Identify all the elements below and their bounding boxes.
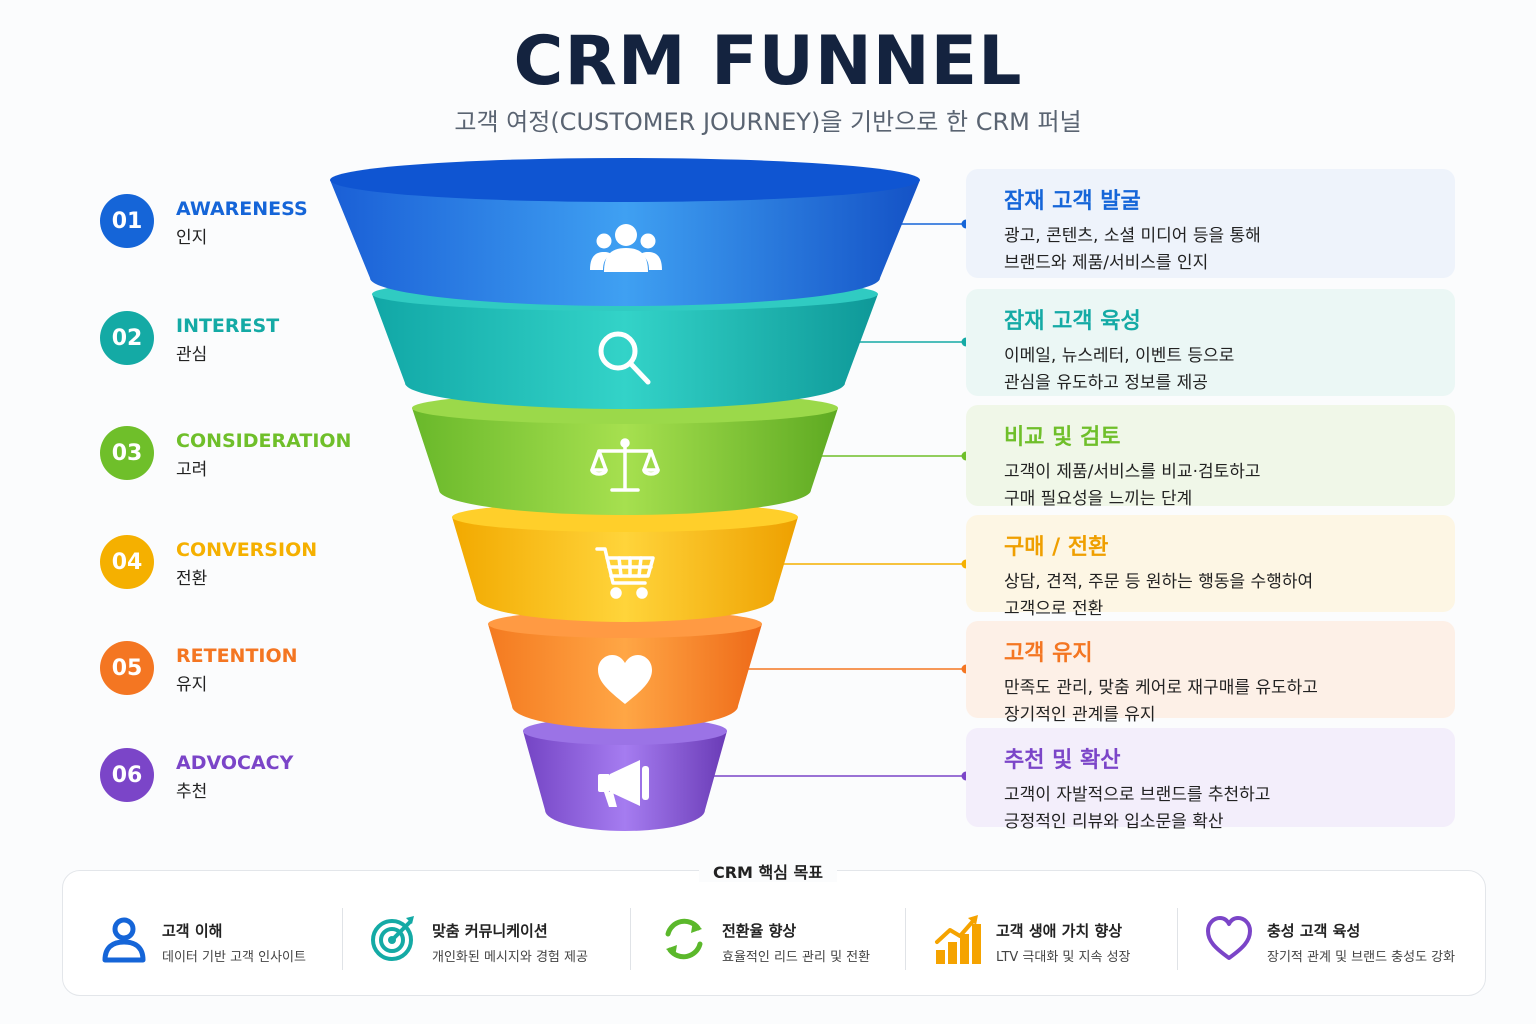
search-icon [598, 331, 651, 385]
user-icon [102, 917, 146, 963]
goal-title: 고객 생애 가치 향상 [996, 922, 1123, 940]
stage-name-ko: 추천 [176, 782, 208, 802]
stage-name-en: ADVOCACY [176, 752, 294, 774]
goal-title: 전환율 향상 [722, 922, 797, 940]
page-title: CRM FUNNEL [513, 22, 1023, 101]
funnel-tier-conversion [452, 502, 798, 622]
megaphone-icon [598, 760, 649, 807]
stage-description-consideration: 비교 및 검토 고객이 제품/서비스를 비교·검토하고 구매 필요성을 느끼는 … [966, 405, 1455, 509]
stage-description-line: 관심을 유도하고 정보를 제공 [1004, 373, 1208, 393]
stage-name-ko: 고려 [176, 460, 208, 480]
stage-name-ko: 유지 [176, 675, 208, 695]
stage-description-line: 만족도 관리, 맞춤 케어로 재구매를 유도하고 [1004, 678, 1318, 698]
stage-description-line: 긍정적인 리뷰와 입소문을 확산 [1004, 812, 1224, 832]
goal-divider [342, 908, 343, 970]
stage-description-awareness: 잠재 고객 발굴 광고, 콘텐츠, 소셜 미디어 등을 통해 브랜드와 제품/서… [966, 169, 1455, 278]
stage-number-badge: 04 [100, 535, 154, 589]
stage-number-badge: 02 [100, 311, 154, 365]
goal-title: 충성 고객 육성 [1267, 922, 1361, 940]
goal-title: 고객 이해 [162, 922, 223, 940]
stage-description-title: 비교 및 검토 [1004, 425, 1121, 450]
goal-subtitle: 개인화된 메시지와 경험 제공 [432, 950, 588, 965]
stage-number-badge: 06 [100, 748, 154, 802]
stage-description-title: 추천 및 확산 [1004, 748, 1121, 773]
stage-name-en: CONSIDERATION [176, 430, 352, 452]
stage-description-interest: 잠재 고객 육성 이메일, 뉴스레터, 이벤트 등으로 관심을 유도하고 정보를… [966, 289, 1455, 396]
stage-description-title: 구매 / 전환 [1004, 535, 1109, 560]
stage-name-en: AWARENESS [176, 198, 308, 220]
refresh-icon [665, 918, 703, 960]
page-subtitle: 고객 여정(CUSTOMER JOURNEY)을 기반으로 한 CRM 퍼널 [454, 108, 1082, 136]
stage-description-advocacy: 추천 및 확산 고객이 자발적으로 브랜드를 추천하고 긍정적인 리뷰와 입소문… [966, 728, 1455, 832]
stage-description-line: 장기적인 관계를 유지 [1004, 705, 1156, 725]
stage-description-retention: 고객 유지 만족도 관리, 맞춤 케어로 재구매를 유도하고 장기적인 관계를 … [966, 621, 1455, 725]
goal-subtitle: 장기적 관계 및 브랜드 충성도 강화 [1267, 950, 1456, 965]
stage-description-line: 구매 필요성을 느끼는 단계 [1004, 489, 1193, 509]
stage-description-line: 상담, 견적, 주문 등 원하는 행동을 수행하여 [1004, 572, 1314, 592]
stage-description-line: 고객이 자발적으로 브랜드를 추천하고 [1004, 785, 1271, 805]
goal-subtitle: LTV 극대화 및 지속 성장 [996, 950, 1131, 965]
users-icon [590, 224, 662, 272]
growth-chart-icon [935, 915, 981, 964]
goal-divider [630, 908, 631, 970]
cart-icon [595, 547, 655, 599]
goal-divider [1177, 908, 1178, 970]
target-icon [371, 916, 414, 961]
goal-divider [905, 908, 906, 970]
heart-icon [598, 655, 652, 704]
stage-description-line: 고객으로 전환 [1004, 599, 1104, 619]
stage-name-ko: 인지 [176, 228, 208, 248]
stage-description-title: 고객 유지 [1004, 641, 1093, 666]
stage-description-line: 고객이 제품/서비스를 비교·검토하고 [1004, 462, 1261, 482]
stage-description-line: 브랜드와 제품/서비스를 인지 [1004, 253, 1209, 273]
stage-description-title: 잠재 고객 육성 [1004, 309, 1141, 334]
stage-number-badge: 03 [100, 426, 154, 480]
stage-name-en: INTEREST [176, 315, 280, 337]
heart-outline-icon [1206, 916, 1252, 960]
stage-number-badge: 05 [100, 641, 154, 695]
crm-goals-heading: CRM 핵심 목표 [698, 863, 837, 882]
goal-title: 맞춤 커뮤니케이션 [432, 922, 548, 940]
goal-subtitle: 효율적인 리드 관리 및 전환 [722, 950, 871, 965]
stage-name-ko: 전환 [176, 569, 208, 589]
stage-number-badge: 01 [100, 194, 154, 248]
stage-description-line: 이메일, 뉴스레터, 이벤트 등으로 [1004, 346, 1235, 366]
stage-name-en: CONVERSION [176, 539, 318, 561]
stage-description-conversion: 구매 / 전환 상담, 견적, 주문 등 원하는 행동을 수행하여 고객으로 전… [966, 515, 1455, 619]
stage-description-title: 잠재 고객 발굴 [1004, 189, 1141, 214]
goal-subtitle: 데이터 기반 고객 인사이트 [162, 950, 306, 965]
stage-name-ko: 관심 [176, 345, 208, 365]
crm-funnel [330, 158, 971, 831]
stage-name-en: RETENTION [176, 645, 298, 667]
stage-description-line: 광고, 콘텐츠, 소셜 미디어 등을 통해 [1004, 226, 1261, 246]
scale-icon [590, 438, 660, 492]
